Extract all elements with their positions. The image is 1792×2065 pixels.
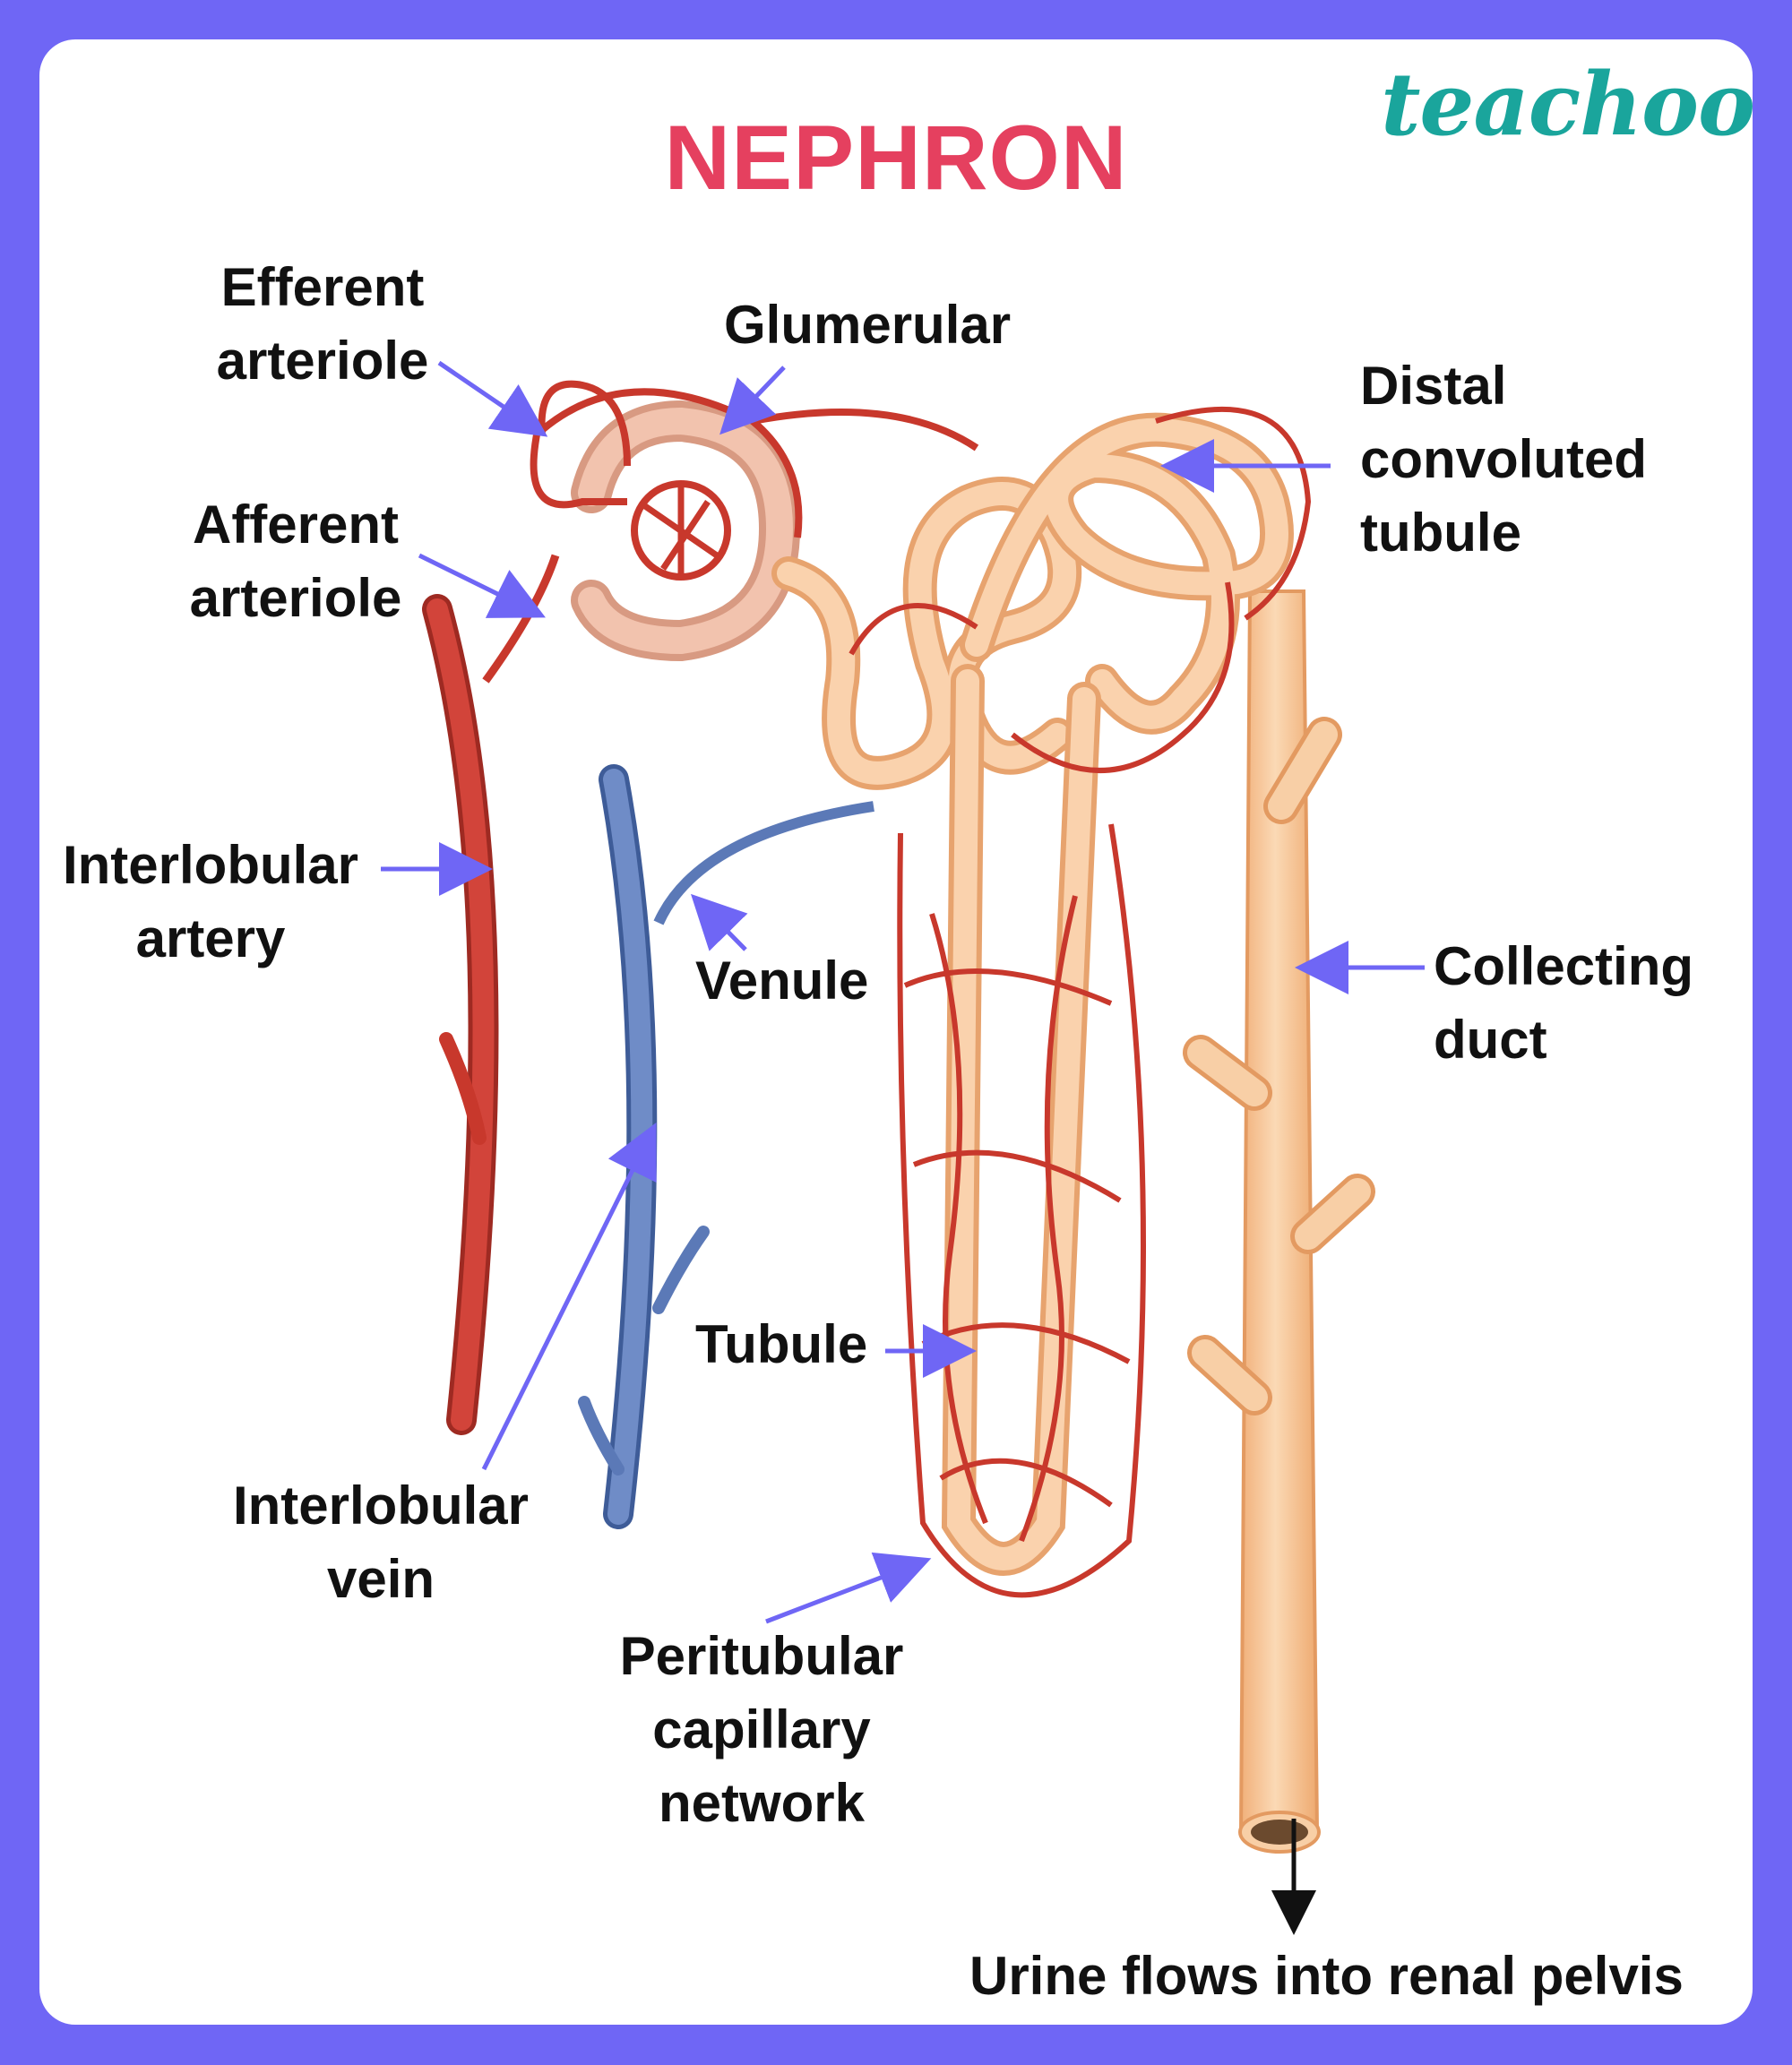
label-tubule: Tubule [695,1314,868,1374]
label-venule: Venule [695,951,869,1011]
label-glomerular: Glumerular [724,295,1012,355]
collecting-duct [1183,589,1375,1854]
label-urine-flow: Urine flows into renal pelvis [969,1946,1684,2006]
label-pointers [381,360,1425,1624]
label-efferent-arteriole: Efferent arteriole [216,257,429,391]
page-title: NEPHRON [664,107,1128,209]
brand-logo: teachoo [1381,54,1755,155]
renal-tubule [771,412,1294,1576]
pointer-vein [481,1123,657,1471]
pointer-afferent [418,553,546,618]
interlobular-artery [422,554,560,1435]
label-afferent-arteriole: Afferent arteriole [189,495,402,628]
pointer-peritubular [765,1552,932,1624]
pointer-glomerular [719,366,786,435]
label-peritubular-capillary-network: Peritubular capillary network [619,1626,904,1833]
glomerulus [530,380,979,662]
pointer-venule [690,893,748,951]
pointer-efferent [437,360,548,437]
label-collecting-duct: Collecting duct [1434,936,1694,1070]
diagram-card [39,39,1753,2025]
interlobular-vein [578,764,874,1529]
label-interlobular-vein: Interlobular vein [232,1476,530,1609]
label-distal-convoluted-tubule: Distal convoluted tubule [1360,356,1648,563]
label-interlobular-artery: Interlobular artery [62,835,359,968]
